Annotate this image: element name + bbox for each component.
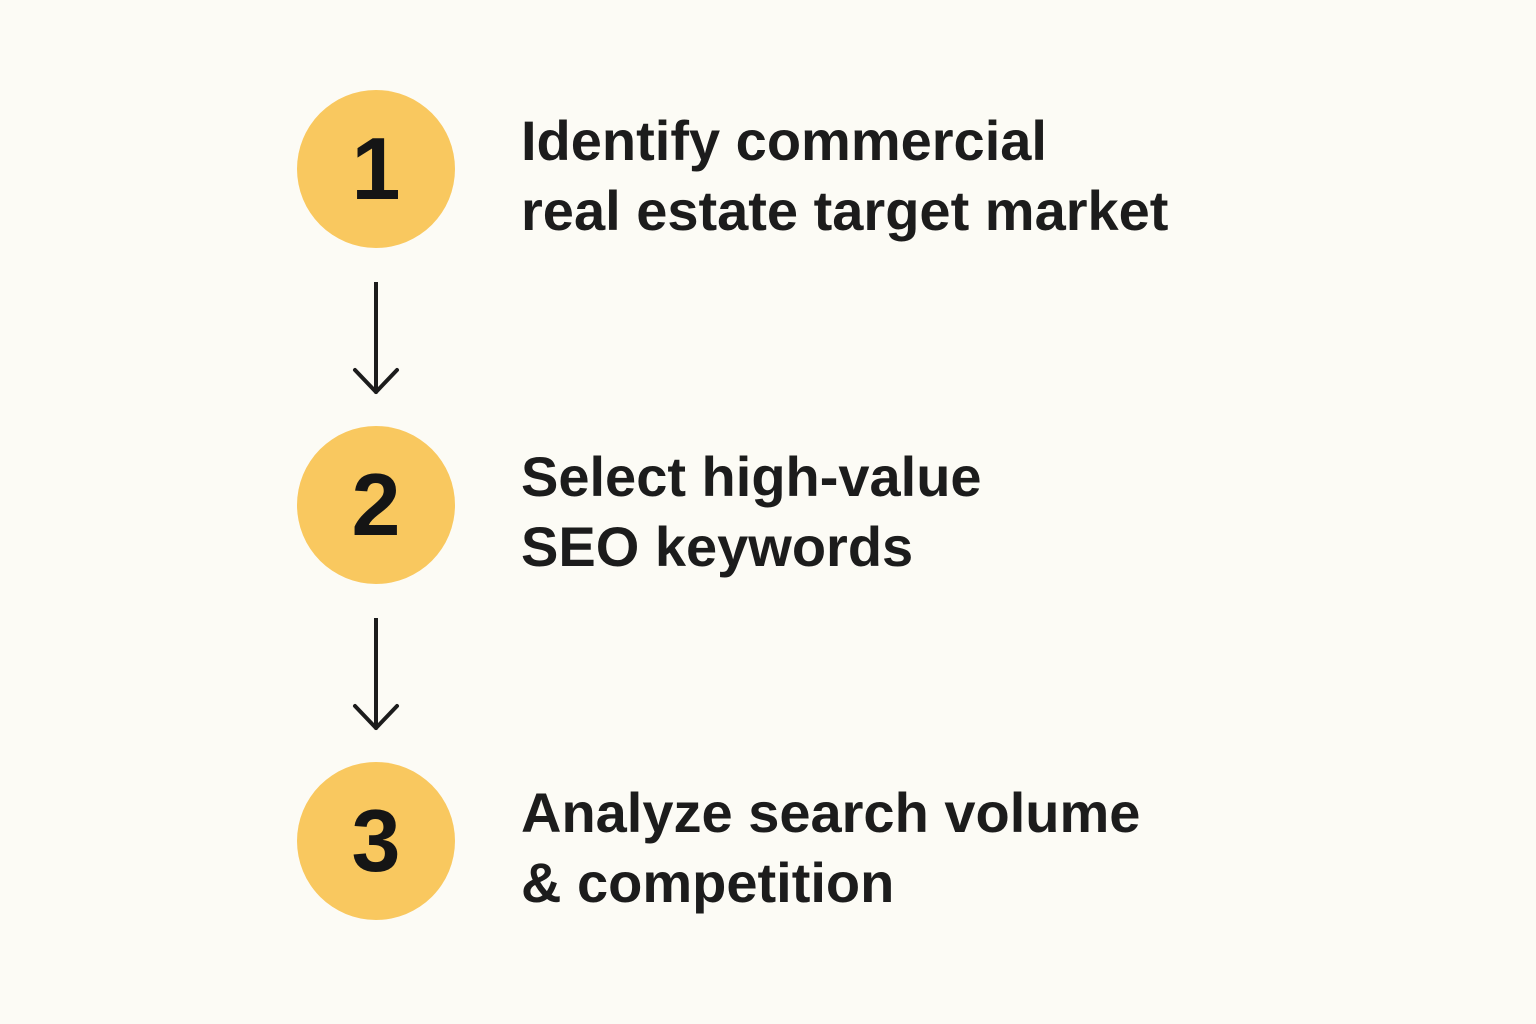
step-2-label: Select high-value SEO keywords: [521, 442, 1481, 582]
step-2-number-badge: 2: [297, 426, 455, 584]
step-2: 2 Select high-value SEO keywords: [0, 426, 1536, 586]
step-3-label-line-2: & competition: [521, 851, 895, 914]
step-2-label-line-2: SEO keywords: [521, 515, 914, 578]
step-3-number-badge: 3: [297, 762, 455, 920]
step-3-label: Analyze search volume & competition: [521, 778, 1481, 918]
step-3: 3 Analyze search volume & competition: [0, 762, 1536, 922]
arrow-down-icon: [351, 282, 401, 396]
arrow-down-icon: [351, 618, 401, 732]
step-2-label-line-1: Select high-value: [521, 445, 982, 508]
step-1-number-badge: 1: [297, 90, 455, 248]
step-3-label-line-1: Analyze search volume: [521, 781, 1141, 844]
step-1-label-line-1: Identify commercial: [521, 109, 1047, 172]
step-1: 1 Identify commercial real estate target…: [0, 90, 1536, 250]
step-1-label-line-2: real estate target market: [521, 179, 1169, 242]
step-1-label: Identify commercial real estate target m…: [521, 106, 1481, 246]
